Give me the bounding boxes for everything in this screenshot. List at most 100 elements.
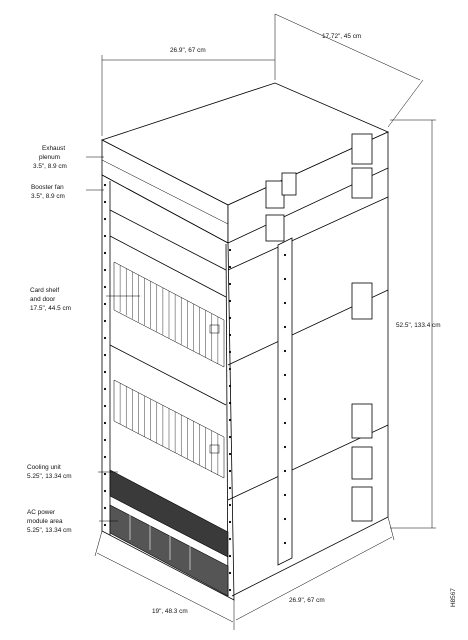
cooling-label-1: Cooling unit: [27, 464, 61, 471]
figure-id: H8567: [450, 588, 457, 607]
mounting-hole: [103, 489, 107, 493]
base-width-dim: [96, 552, 234, 623]
mid-vertical-post: [277, 237, 293, 566]
mounting-hole: [228, 469, 232, 473]
rack-side-frame: [227, 133, 389, 597]
mounting-hole: [103, 234, 107, 238]
base-width-label: 19", 48.3 cm: [152, 608, 188, 615]
base-depth-dim: [235, 536, 393, 621]
mounting-hole: [228, 299, 232, 303]
mounting-hole: [228, 350, 232, 354]
mounting-hole: [103, 455, 107, 459]
mounting-hole: [283, 253, 287, 257]
card-shelf-2-slots: [119, 383, 219, 475]
mounting-hole: [103, 285, 107, 289]
mounting-hole: [228, 401, 232, 405]
mounting-hole: [228, 520, 232, 524]
mounting-hole: [103, 302, 107, 306]
booster-label-2: 3.5", 8.9 cm: [31, 193, 65, 200]
mounting-hole: [228, 333, 232, 337]
mounting-hole: [228, 248, 232, 252]
top-width-label: 26.9", 67 cm: [170, 47, 206, 54]
cooling-label-2: 5.25", 13.34 cm: [27, 473, 72, 480]
mounting-hole: [283, 541, 287, 545]
exhaust-label-2: plenum: [39, 154, 60, 161]
bracket-3: [265, 214, 285, 242]
mounting-hole: [228, 588, 232, 592]
mounting-hole: [283, 373, 287, 377]
mounting-hole: [228, 265, 232, 269]
bracket-7: [351, 403, 373, 439]
leader-lines: [86, 156, 140, 522]
mounting-hole: [228, 367, 232, 371]
side-brackets: [265, 133, 373, 522]
mounting-hole: [103, 183, 107, 187]
front-mounting-holes: [103, 183, 232, 592]
cooling-unit-grille: [109, 469, 229, 558]
shelf-1-latch: [209, 324, 220, 334]
mounting-hole: [228, 554, 232, 558]
mounting-hole: [283, 349, 287, 353]
exhaust-label-3: 3.5", 8.9 cm: [33, 163, 67, 170]
card-shelf-1-top: [109, 235, 227, 298]
mounting-hole: [103, 506, 107, 510]
base-depth-ext: [387, 516, 395, 541]
mounting-hole: [228, 418, 232, 422]
base-width-ext-left: [94, 530, 103, 557]
mounting-hole: [228, 282, 232, 286]
bracket-2: [281, 172, 297, 196]
card-shelf-1-slots: [119, 265, 219, 364]
mounting-hole: [228, 486, 232, 490]
shelf-2-latch: [209, 444, 220, 454]
booster-label-1: Booster fan: [31, 184, 64, 191]
mounting-hole: [283, 421, 287, 425]
bracket-9: [351, 486, 373, 522]
mounting-hole: [103, 523, 107, 527]
mounting-hole: [283, 277, 287, 281]
mounting-hole: [283, 397, 287, 401]
card-label-2: and door: [30, 296, 56, 303]
top-depth-dim: [274, 13, 421, 81]
ac-power-module-grille: [109, 504, 229, 597]
ac-label-3: 5.25", 13.34 cm: [27, 527, 72, 534]
mounting-hole: [103, 404, 107, 408]
mounting-hole: [103, 200, 107, 204]
card-shelf-2-top: [109, 344, 227, 406]
post-mounting-holes: [283, 253, 287, 545]
side-top-rail: [227, 196, 389, 271]
plenum-divider: [101, 159, 229, 225]
dimension-labels: 26.9", 67 cm 17.72", 45 cm 52.5", 133.4 …: [152, 33, 457, 615]
mounting-hole: [283, 469, 287, 473]
mounting-hole: [283, 493, 287, 497]
card-label-3: 17.5", 44.5 cm: [30, 305, 71, 312]
rack-front: [101, 174, 235, 601]
mounting-hole: [103, 336, 107, 340]
mounting-hole: [228, 435, 232, 439]
mounting-hole: [103, 370, 107, 374]
mounting-hole: [228, 571, 232, 575]
dimension-lines: [94, 13, 436, 630]
mounting-hole: [283, 301, 287, 305]
side-bottom-rail: [231, 516, 389, 597]
mounting-hole: [103, 217, 107, 221]
mounting-hole: [103, 472, 107, 476]
mounting-hole: [228, 384, 232, 388]
mounting-hole: [283, 517, 287, 521]
bracket-4: [351, 133, 373, 165]
bracket-5: [351, 167, 373, 199]
bracket-8: [351, 446, 373, 480]
mounting-hole: [103, 319, 107, 323]
booster-fan-shelf: [109, 209, 227, 271]
ac-label-1: AC power: [27, 509, 56, 516]
mounting-hole: [283, 325, 287, 329]
mounting-hole: [103, 438, 107, 442]
ac-label-2: module area: [27, 518, 63, 525]
mounting-hole: [228, 316, 232, 320]
height-label: 52.5", 133.4 cm: [396, 322, 441, 329]
callout-labels: Exhaust plenum 3.5", 8.9 cm Booster fan …: [27, 145, 72, 534]
bracket-1: [265, 180, 285, 209]
mounting-hole: [103, 251, 107, 255]
top-depth-ext: [387, 79, 424, 128]
